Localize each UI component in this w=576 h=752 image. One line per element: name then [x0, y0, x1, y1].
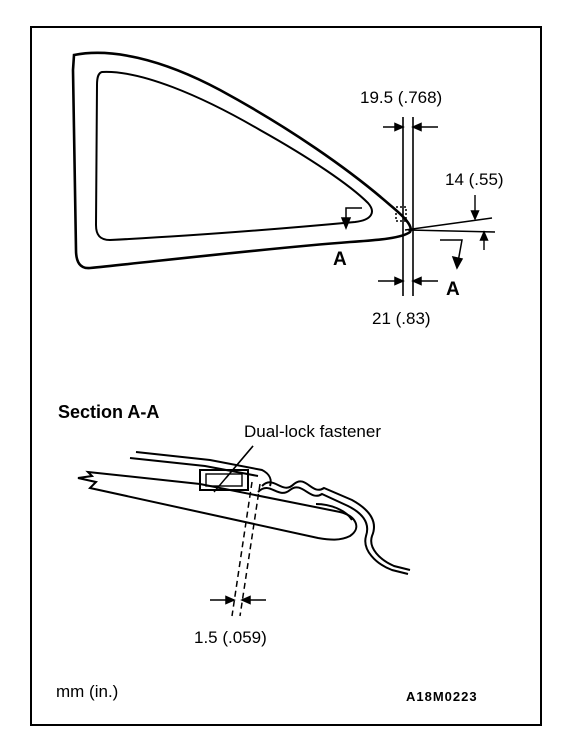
section-arrow-left — [340, 207, 362, 231]
fastener-offset-label: 1.5 (.059) — [194, 628, 267, 647]
section-marker-right: A — [446, 279, 460, 300]
fastener-offset-lines — [231, 481, 261, 617]
right-offset-label: 14 (.55) — [445, 170, 504, 189]
bottom-gap-arrows — [378, 276, 438, 286]
right-offset-lines — [404, 195, 496, 250]
bottom-gap-label: 21 (.83) — [372, 309, 431, 328]
section-arrow-right — [440, 239, 464, 270]
quarter-window-glass — [71, 51, 413, 270]
top-gap-arrows — [383, 122, 438, 132]
section-title: Section A-A — [58, 402, 159, 422]
fastener-offset-arrows — [210, 595, 266, 605]
units-note: mm (in.) — [56, 682, 118, 701]
section-glass — [77, 451, 411, 575]
section-marker-left: A — [333, 249, 347, 270]
fastener-callout: Dual-lock fastener — [244, 422, 381, 441]
fastener-pad-top-view — [395, 206, 407, 222]
vertical-dimension-lines — [402, 117, 414, 296]
top-gap-label: 19.5 (.768) — [360, 88, 442, 107]
figure-code: A18M0223 — [406, 689, 478, 704]
figure-frame — [30, 26, 542, 726]
